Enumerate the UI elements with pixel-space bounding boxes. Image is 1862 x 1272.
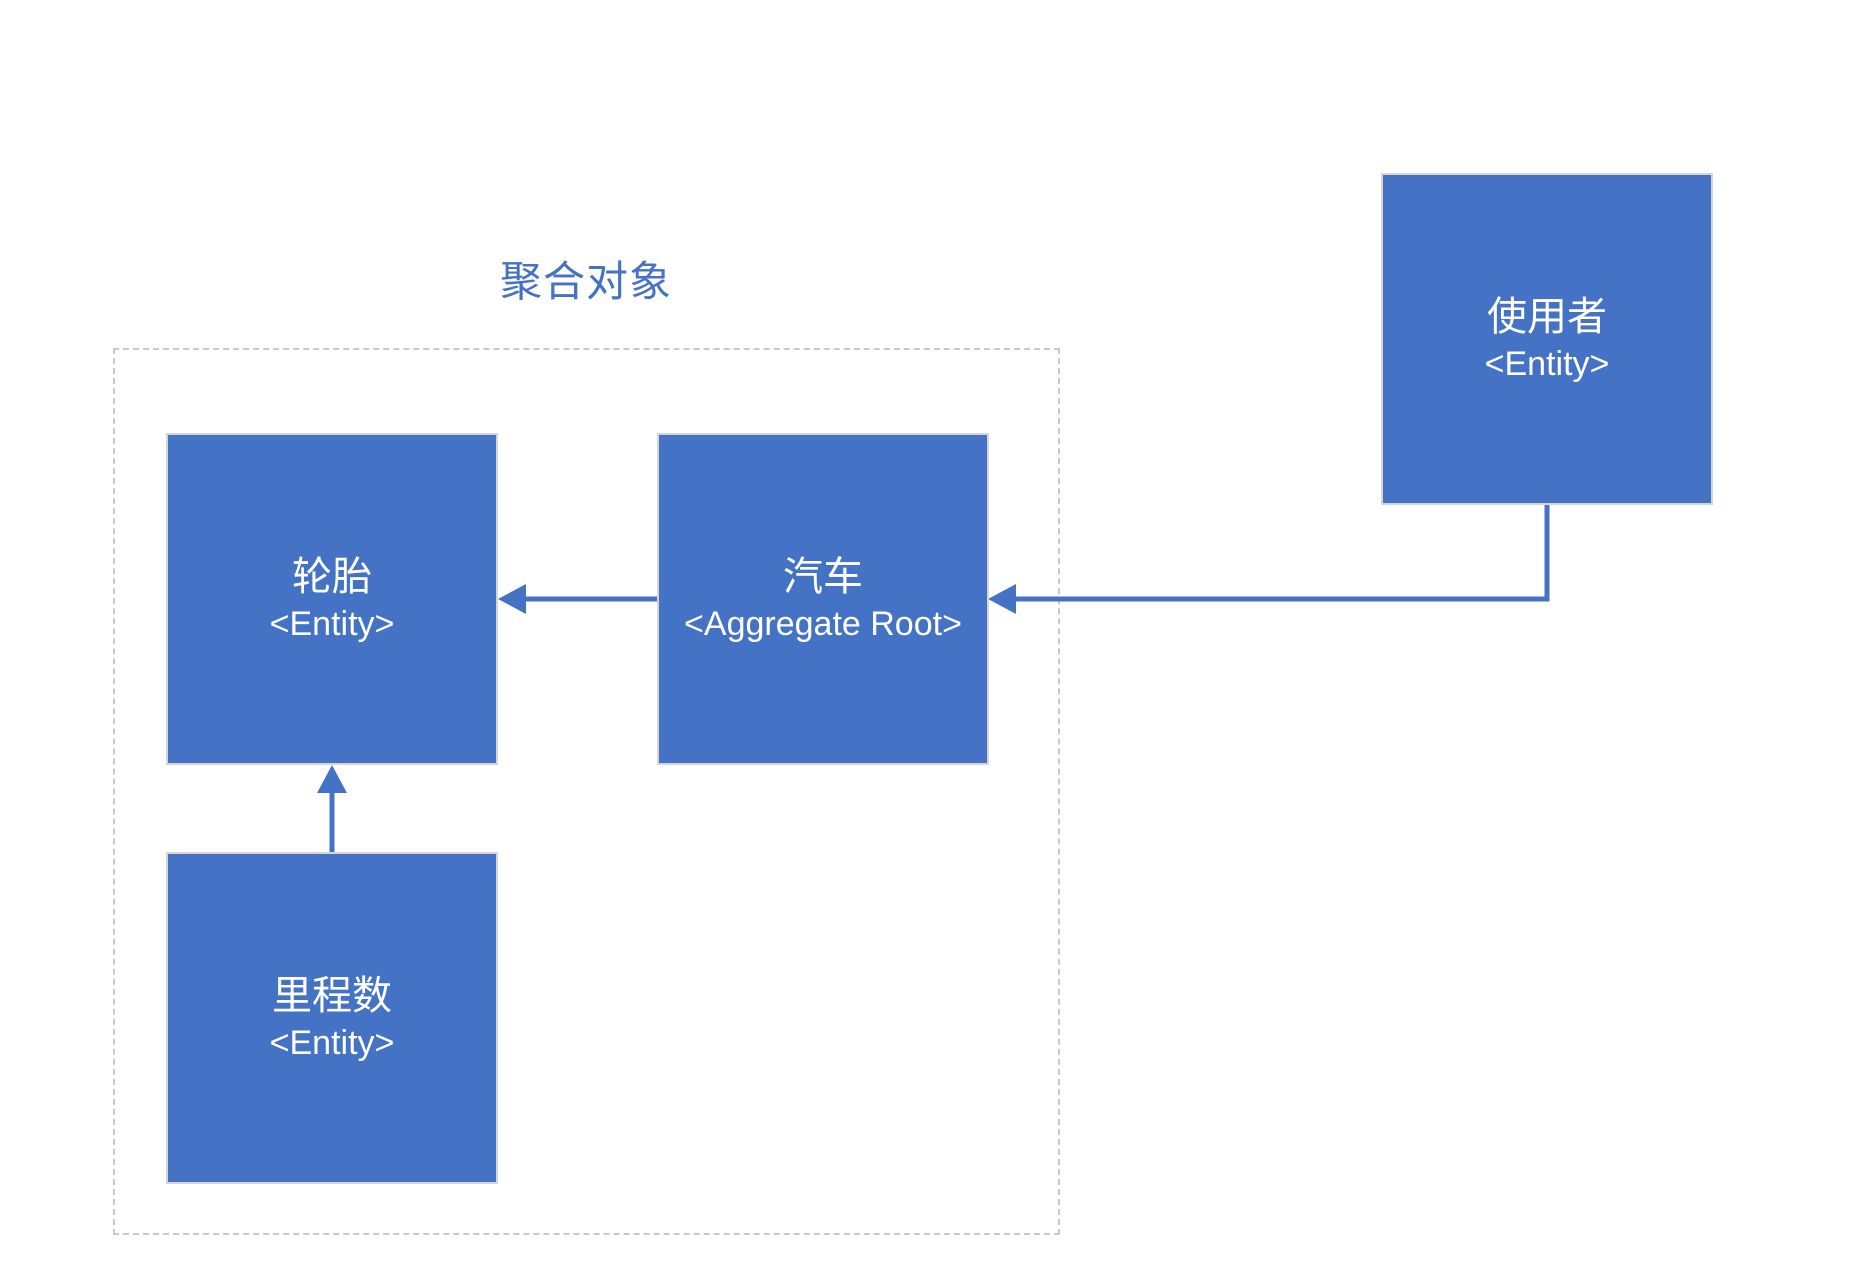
node-title: 汽车 <box>783 555 863 599</box>
node-stereotype: <Entity> <box>269 1024 395 1062</box>
connector-user-to-car <box>988 505 1550 614</box>
node-stereotype: <Entity> <box>1484 345 1610 383</box>
aggregate-group-title: 聚合对象 <box>500 258 673 305</box>
node-mileage: 里程数 <Entity> <box>166 852 498 1184</box>
node-user: 使用者 <Entity> <box>1381 173 1713 505</box>
node-tire: 轮胎 <Entity> <box>166 433 498 765</box>
aggregate-boundary <box>113 348 1060 1235</box>
node-stereotype: <Aggregate Root> <box>684 605 962 643</box>
node-title: 使用者 <box>1487 295 1607 339</box>
node-stereotype: <Entity> <box>269 605 395 643</box>
node-car: 汽车 <Aggregate Root> <box>657 433 989 765</box>
node-title: 里程数 <box>272 974 392 1018</box>
node-title: 轮胎 <box>292 555 372 599</box>
